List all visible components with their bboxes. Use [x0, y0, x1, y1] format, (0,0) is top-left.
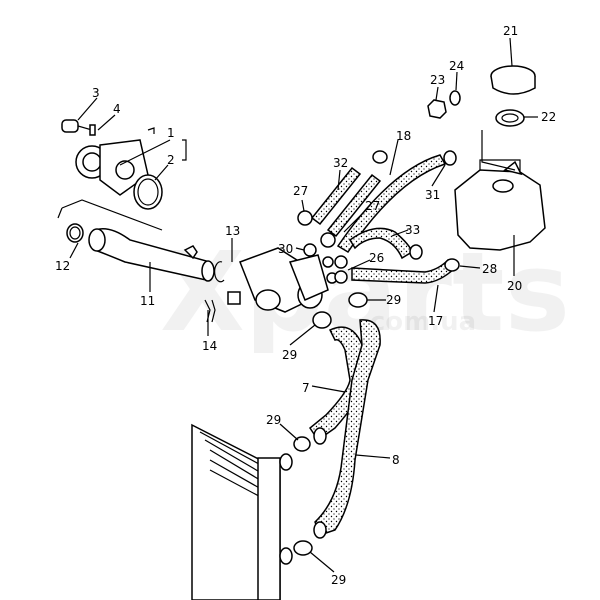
- callout-27a: 27: [293, 184, 308, 198]
- radiator: [191, 423, 293, 600]
- hose-32b: [326, 173, 382, 238]
- callout-29c: 29: [266, 413, 281, 427]
- callout-26: 26: [369, 251, 384, 265]
- callout-1: 1: [167, 126, 175, 140]
- callout-29b: 29: [282, 348, 297, 362]
- callout-31: 31: [425, 188, 440, 202]
- hose-33: [348, 227, 413, 260]
- coolant-pipe: [57, 199, 225, 323]
- callout-28: 28: [482, 262, 497, 276]
- leader-lines: [69, 37, 538, 573]
- expansion-tank: [427, 65, 546, 251]
- callout-27b: 27: [365, 199, 380, 213]
- hose-8: [314, 319, 381, 536]
- callout-14: 14: [202, 339, 217, 353]
- callout-29a: 29: [386, 293, 401, 307]
- hose-18: [336, 154, 447, 254]
- callout-12: 12: [55, 259, 70, 273]
- callout-23: 23: [430, 73, 445, 87]
- callout-17: 17: [428, 314, 443, 328]
- callout-18: 18: [396, 129, 411, 143]
- callout-20: 20: [507, 279, 522, 293]
- callout-22: 22: [541, 110, 556, 124]
- callout-2: 2: [167, 153, 175, 167]
- callout-24: 24: [449, 59, 464, 73]
- callout-32: 32: [333, 156, 348, 170]
- callout-29d: 29: [331, 573, 346, 587]
- callout-4: 4: [113, 102, 121, 116]
- callout-30: 30: [278, 242, 293, 256]
- callout-11: 11: [140, 294, 155, 308]
- callout-3: 3: [92, 86, 100, 100]
- callout-7: 7: [302, 381, 310, 395]
- callout-8: 8: [392, 453, 400, 467]
- thermostat-housing: [227, 247, 338, 313]
- callout-21: 21: [503, 24, 518, 38]
- callout-33: 33: [405, 223, 420, 237]
- hose-clamps: [293, 150, 460, 556]
- water-pump: [61, 119, 187, 210]
- callout-13: 13: [225, 224, 240, 238]
- hose-7: [308, 326, 366, 442]
